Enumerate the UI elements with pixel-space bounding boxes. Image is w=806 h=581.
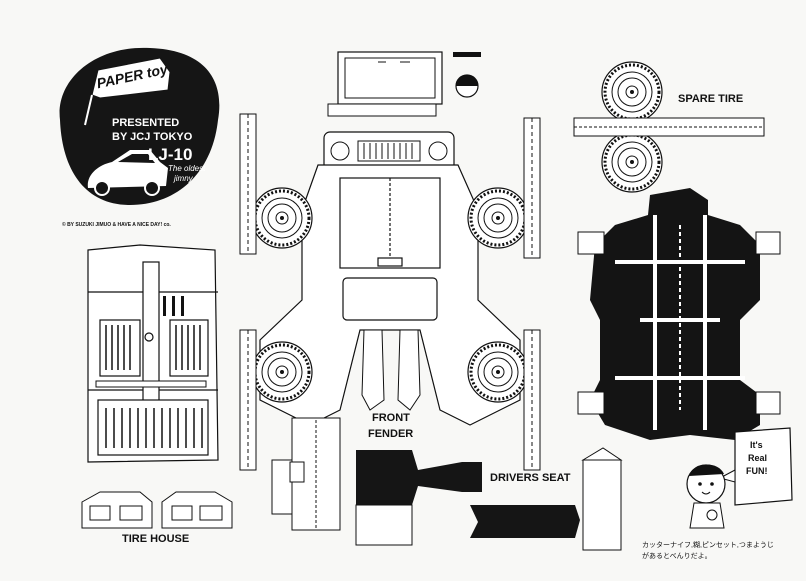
bubble-line-3: FUN! bbox=[746, 466, 768, 476]
main-body-part bbox=[259, 164, 521, 426]
side-body-handles bbox=[95, 296, 207, 388]
logo-badge bbox=[59, 47, 220, 205]
mascot-illustration bbox=[686, 427, 793, 529]
spare-tire-part bbox=[573, 60, 765, 194]
side-body-part bbox=[87, 244, 219, 463]
bubble-line-2: Real bbox=[748, 453, 768, 463]
spare-tire-label: SPARE TIRE bbox=[678, 93, 744, 105]
instruction-note-line-2: があるとべんりだよ。 bbox=[642, 553, 712, 560]
grille-part bbox=[323, 131, 455, 171]
instruction-note-line-1: カッターナイフ,糊,ピンセット,つまようじ bbox=[642, 542, 774, 549]
windshield-part bbox=[327, 51, 481, 117]
side-body-vents bbox=[105, 325, 203, 448]
logo-model: LJ-10 bbox=[148, 145, 193, 164]
copyright-text: © BY SUZUKI JIMUO & HAVE A NICE DAY! co. bbox=[62, 222, 171, 228]
logo-tagline-2: jimny bbox=[174, 174, 193, 183]
tire-house-parts bbox=[81, 491, 233, 529]
tire-house-label: TIRE HOUSE bbox=[122, 533, 190, 545]
front-fender-label-2: FENDER bbox=[368, 428, 414, 440]
dashboard-strip-part bbox=[271, 417, 341, 531]
logo-tagline-1: The oldest bbox=[168, 164, 206, 173]
front-fender-label-1: FRONT bbox=[372, 412, 410, 424]
bubble-line-1: It's bbox=[750, 440, 763, 450]
drivers-seat-label: DRIVERS SEAT bbox=[490, 472, 571, 484]
front-fender-parts bbox=[361, 329, 421, 411]
logo-by: BY JCJ TOKYO bbox=[112, 131, 193, 143]
drivers-seat-part bbox=[355, 447, 623, 551]
logo-presented: PRESENTED bbox=[112, 117, 180, 129]
chassis-part bbox=[577, 188, 781, 440]
